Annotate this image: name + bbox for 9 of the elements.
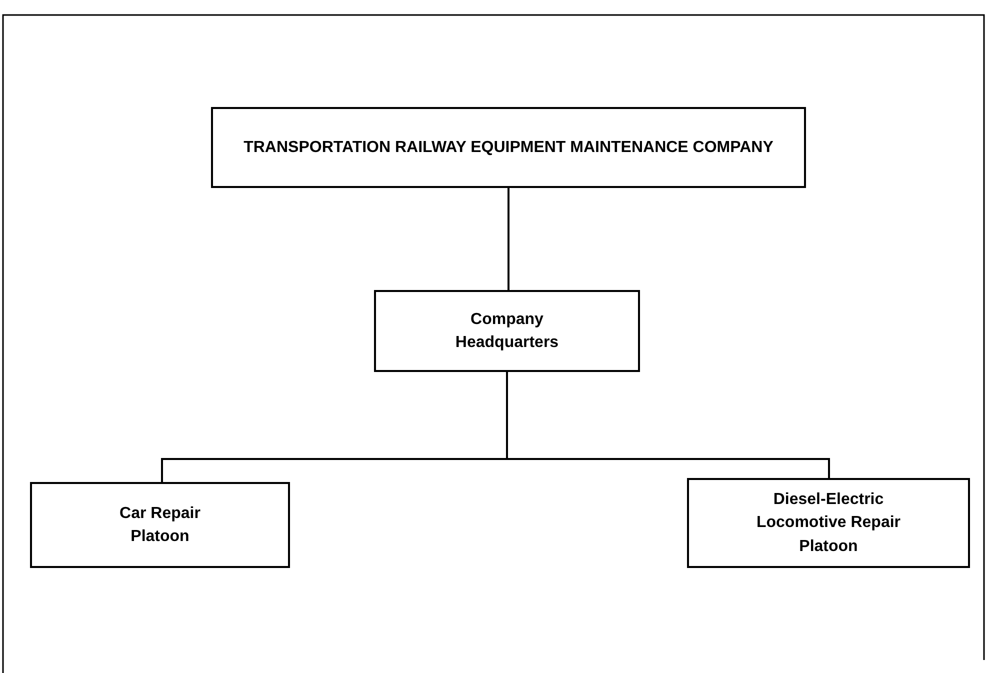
unit-name: TRANSPORTATION RAILWAY EQUIPMENT MAINTENANCE COMPANY <box>244 138 774 158</box>
unit-box <box>211 107 806 188</box>
unit-box <box>374 290 640 372</box>
unit-name: Diesel-Electric Locomotive Repair Platoon <box>755 490 902 557</box>
unit-name: Company Headquarters <box>454 310 560 353</box>
connector-line <box>508 188 510 290</box>
unit-box <box>687 478 970 568</box>
unit-name: Car Repair Platoon <box>118 504 202 547</box>
unit-box <box>30 482 290 568</box>
